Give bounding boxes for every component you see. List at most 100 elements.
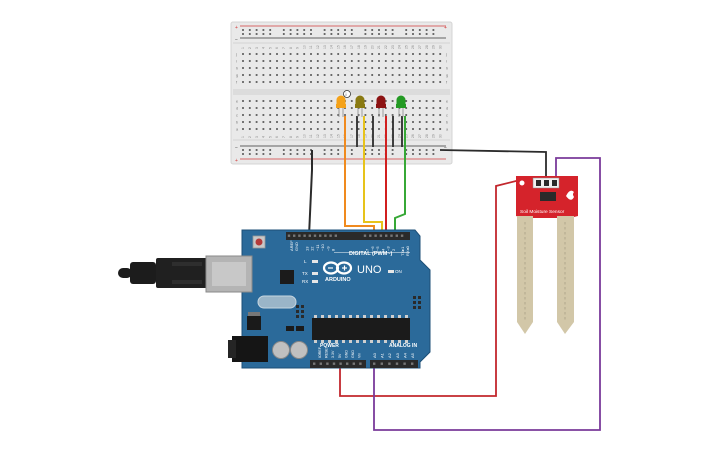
terminal-hole[interactable] bbox=[344, 81, 346, 83]
terminal-hole[interactable] bbox=[432, 107, 435, 109]
power-pin-hole[interactable] bbox=[352, 362, 355, 365]
terminal-hole[interactable] bbox=[282, 74, 285, 76]
terminal-hole[interactable] bbox=[357, 128, 360, 130]
terminal-hole[interactable] bbox=[418, 128, 421, 130]
terminal-hole[interactable] bbox=[255, 67, 258, 69]
rail-hole[interactable] bbox=[323, 29, 326, 31]
digital-pin-hole[interactable] bbox=[287, 234, 291, 237]
digital-pin-hole[interactable] bbox=[308, 234, 311, 237]
terminal-hole[interactable] bbox=[432, 53, 435, 55]
terminal-hole[interactable] bbox=[432, 100, 435, 102]
digital-pin-hole[interactable] bbox=[390, 234, 393, 237]
terminal-hole[interactable] bbox=[282, 81, 285, 83]
terminal-hole[interactable] bbox=[310, 81, 312, 83]
terminal-hole[interactable] bbox=[262, 74, 265, 76]
terminal-hole[interactable] bbox=[371, 81, 374, 83]
terminal-hole[interactable] bbox=[276, 53, 278, 55]
terminal-hole[interactable] bbox=[384, 67, 387, 69]
terminal-hole[interactable] bbox=[432, 60, 435, 62]
sensor-pin-1[interactable] bbox=[536, 180, 541, 186]
terminal-hole[interactable] bbox=[282, 60, 285, 62]
terminal-hole[interactable] bbox=[330, 107, 333, 109]
terminal-hole[interactable] bbox=[432, 121, 435, 123]
terminal-hole[interactable] bbox=[350, 81, 353, 83]
terminal-hole[interactable] bbox=[248, 81, 251, 83]
terminal-hole[interactable] bbox=[337, 114, 340, 116]
rail-hole[interactable] bbox=[242, 153, 244, 155]
power-pin-hole[interactable] bbox=[346, 362, 349, 365]
terminal-hole[interactable] bbox=[269, 114, 272, 116]
terminal-hole[interactable] bbox=[418, 67, 421, 69]
terminal-hole[interactable] bbox=[242, 100, 244, 102]
terminal-hole[interactable] bbox=[384, 53, 387, 55]
terminal-hole[interactable] bbox=[364, 114, 367, 116]
terminal-hole[interactable] bbox=[391, 60, 394, 62]
digital-pin-hole[interactable] bbox=[303, 234, 306, 237]
rail-hole[interactable] bbox=[289, 149, 292, 151]
digital-pin-hole[interactable] bbox=[363, 234, 367, 237]
terminal-hole[interactable] bbox=[276, 67, 278, 69]
terminal-hole[interactable] bbox=[303, 128, 306, 130]
terminal-hole[interactable] bbox=[391, 74, 394, 76]
rail-hole[interactable] bbox=[412, 149, 414, 151]
terminal-hole[interactable] bbox=[262, 121, 265, 123]
terminal-hole[interactable] bbox=[412, 121, 414, 123]
terminal-hole[interactable] bbox=[248, 60, 251, 62]
power-pin-hole[interactable] bbox=[313, 362, 316, 365]
terminal-hole[interactable] bbox=[337, 128, 340, 130]
terminal-hole[interactable] bbox=[282, 128, 285, 130]
terminal-hole[interactable] bbox=[276, 114, 278, 116]
terminal-hole[interactable] bbox=[384, 100, 387, 102]
terminal-hole[interactable] bbox=[378, 67, 380, 69]
rail-hole[interactable] bbox=[405, 149, 408, 151]
wire-sensor-signal[interactable] bbox=[373, 157, 601, 431]
digital-pin-hole[interactable] bbox=[324, 234, 327, 237]
terminal-hole[interactable] bbox=[242, 74, 244, 76]
rail-hole[interactable] bbox=[242, 149, 244, 151]
terminal-hole[interactable] bbox=[296, 81, 299, 83]
rail-hole[interactable] bbox=[255, 153, 258, 155]
terminal-hole[interactable] bbox=[330, 121, 333, 123]
power-pin-hole[interactable] bbox=[339, 362, 342, 365]
terminal-hole[interactable] bbox=[391, 100, 394, 102]
rail-hole[interactable] bbox=[289, 33, 292, 35]
terminal-hole[interactable] bbox=[364, 74, 367, 76]
rail-hole[interactable] bbox=[282, 149, 285, 151]
terminal-hole[interactable] bbox=[255, 100, 258, 102]
terminal-hole[interactable] bbox=[418, 121, 421, 123]
rail-hole[interactable] bbox=[364, 29, 367, 31]
rail-hole[interactable] bbox=[412, 33, 414, 35]
rail-hole[interactable] bbox=[296, 153, 299, 155]
terminal-hole[interactable] bbox=[289, 74, 292, 76]
terminal-hole[interactable] bbox=[248, 114, 251, 116]
rail-hole[interactable] bbox=[418, 33, 421, 35]
terminal-hole[interactable] bbox=[412, 74, 414, 76]
terminal-hole[interactable] bbox=[276, 100, 278, 102]
terminal-hole[interactable] bbox=[364, 107, 367, 109]
terminal-hole[interactable] bbox=[248, 107, 251, 109]
terminal-hole[interactable] bbox=[384, 74, 387, 76]
rail-hole[interactable] bbox=[255, 29, 258, 31]
terminal-hole[interactable] bbox=[262, 53, 265, 55]
terminal-hole[interactable] bbox=[248, 53, 251, 55]
terminal-hole[interactable] bbox=[269, 53, 272, 55]
led-red[interactable] bbox=[376, 95, 386, 117]
wire-led-green[interactable] bbox=[394, 116, 406, 236]
terminal-hole[interactable] bbox=[296, 100, 299, 102]
bottom-header-pins[interactable] bbox=[313, 362, 414, 365]
rail-hole[interactable] bbox=[323, 153, 326, 155]
terminal-hole[interactable] bbox=[378, 60, 380, 62]
terminal-hole[interactable] bbox=[269, 128, 272, 130]
rail-hole[interactable] bbox=[282, 29, 285, 31]
terminal-hole[interactable] bbox=[323, 53, 326, 55]
wire-sensor-vcc[interactable] bbox=[339, 177, 529, 397]
rail-hole[interactable] bbox=[310, 33, 312, 35]
terminal-hole[interactable] bbox=[439, 107, 442, 109]
rail-hole[interactable] bbox=[262, 153, 265, 155]
terminal-hole[interactable] bbox=[310, 74, 312, 76]
terminal-hole[interactable] bbox=[276, 74, 278, 76]
analog-pin-hole[interactable] bbox=[403, 362, 406, 365]
terminal-hole[interactable] bbox=[269, 81, 272, 83]
terminal-hole[interactable] bbox=[412, 53, 414, 55]
terminal-hole[interactable] bbox=[316, 114, 319, 116]
